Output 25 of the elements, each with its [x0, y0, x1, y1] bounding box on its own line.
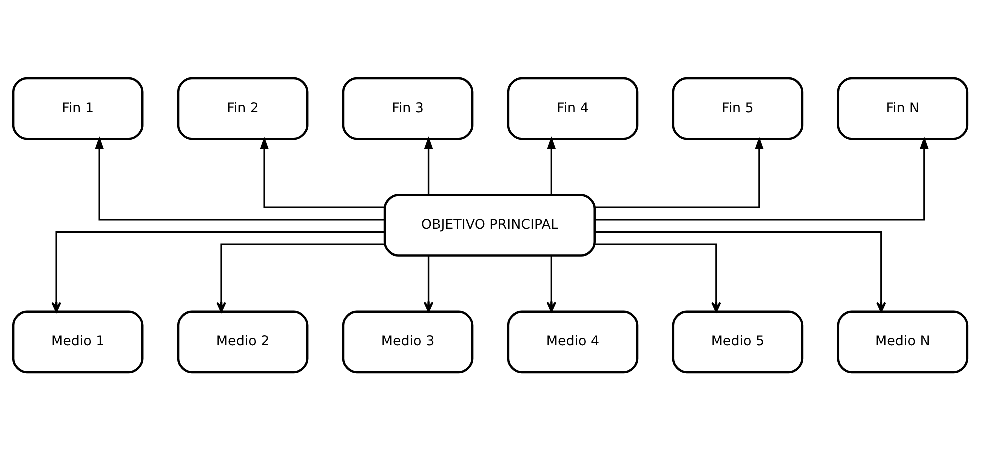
node-box: Medio 2 — [177, 310, 309, 374]
node-box: Medio 5 — [672, 310, 804, 374]
node-box: Medio 4 — [507, 310, 639, 374]
arrow — [595, 231, 886, 313]
arrow — [95, 136, 385, 221]
node-box: Fin N — [837, 77, 969, 140]
node-box: Medio 1 — [12, 310, 144, 374]
arrow — [546, 256, 557, 312]
node-box: Fin 1 — [12, 77, 144, 140]
arrow — [52, 231, 384, 313]
node-box: Fin 5 — [672, 77, 804, 140]
node-box: Fin 2 — [177, 77, 309, 140]
node-box: Fin 4 — [507, 77, 639, 140]
arrow — [424, 136, 434, 195]
arrow — [547, 136, 556, 195]
arrow — [260, 136, 385, 208]
arrow — [594, 244, 722, 313]
arrow — [594, 136, 764, 208]
node-box: Fin 3 — [342, 77, 474, 140]
node-box: Medio 3 — [342, 310, 474, 374]
arrow — [595, 136, 929, 221]
node-box: Medio N — [837, 310, 969, 374]
arrow — [424, 256, 434, 312]
node-box: OBJETIVO PRINCIPAL — [384, 194, 596, 257]
arrow — [216, 244, 385, 313]
